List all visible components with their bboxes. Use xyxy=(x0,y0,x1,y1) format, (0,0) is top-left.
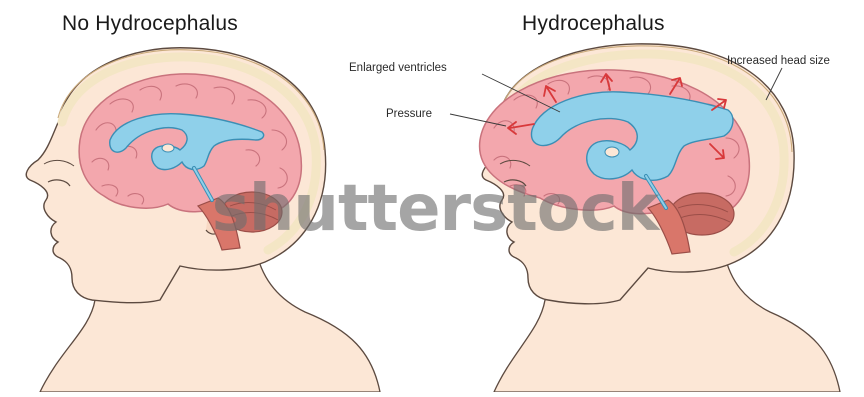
left-ventricle-foramen xyxy=(162,144,174,152)
callout-pressure: Pressure xyxy=(386,108,432,120)
callout-increased-head-size: Increased head size xyxy=(727,55,830,67)
panel-title-no-hydrocephalus: No Hydrocephalus xyxy=(62,12,238,36)
right-head xyxy=(480,44,840,392)
left-head xyxy=(26,48,380,392)
right-ventricle-foramen xyxy=(605,147,619,157)
callout-enlarged-ventricles: Enlarged ventricles xyxy=(349,62,447,74)
panel-title-hydrocephalus: Hydrocephalus xyxy=(522,12,665,36)
